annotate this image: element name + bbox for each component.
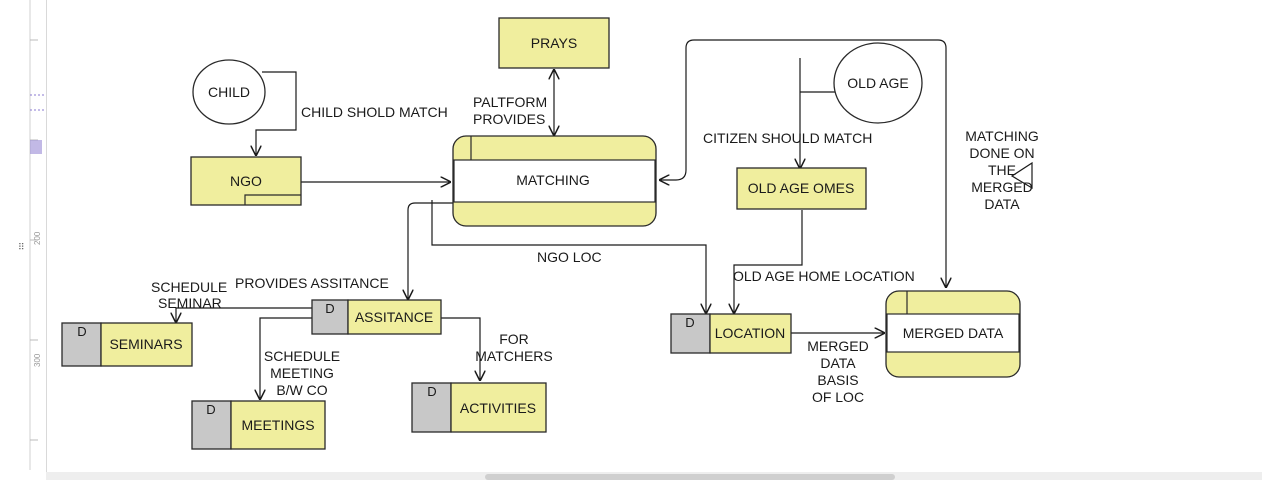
datastore-activities-label: ACTIVITIES	[460, 400, 536, 416]
label-matching-done-1: MATCHING	[965, 128, 1039, 144]
label-platform-provides-2: PROVIDES	[473, 111, 545, 127]
entity-old-age-label: OLD AGE	[847, 75, 908, 91]
label-matching-done-5: DATA	[984, 196, 1020, 212]
process-merged-data-label: MERGED DATA	[903, 325, 1004, 341]
datastore-location-label: LOCATION	[715, 325, 786, 341]
ruler-label-200: 200	[33, 231, 42, 245]
label-ngo-loc: NGO LOC	[537, 249, 602, 265]
label-merged-basis-2: DATA	[820, 355, 856, 371]
datastore-seminars-marker: D	[77, 324, 86, 339]
label-old-age-home-location: OLD AGE HOME LOCATION	[733, 268, 915, 284]
edge-assistance-activities	[441, 317, 480, 380]
connectors	[176, 39, 1033, 399]
edge-assistance-seminars	[176, 307, 313, 322]
process-ngo-label: NGO	[230, 173, 262, 189]
datastore-activities[interactable]: D ACTIVITIES	[411, 382, 547, 433]
datastore-seminars-label: SEMINARS	[109, 336, 182, 352]
ruler-label-300: 300	[33, 353, 42, 367]
process-old-age-homes-label: OLD AGE OMES	[748, 180, 855, 196]
label-for-matchers-1: FOR	[499, 331, 529, 347]
process-matching-label: MATCHING	[516, 172, 590, 188]
label-matching-done-3: THE	[988, 162, 1016, 178]
process-prays[interactable]: PRAYS	[498, 17, 610, 69]
process-prays-label: PRAYS	[531, 35, 577, 51]
horizontal-scrollbar-thumb[interactable]	[485, 474, 895, 480]
label-schedule-meeting-1: SCHEDULE	[264, 348, 340, 364]
label-schedule-seminar-2: SEMINAR	[158, 295, 222, 311]
datastore-activities-marker: D	[427, 384, 436, 399]
datastore-assistance[interactable]: D ASSITANCE	[311, 299, 442, 335]
datastore-meetings-label: MEETINGS	[241, 417, 314, 433]
label-merged-basis-1: MERGED	[807, 338, 868, 354]
label-citizen-should-match: CITIZEN SHOULD MATCH	[703, 130, 872, 146]
edge-assistance-meetings	[260, 317, 313, 399]
external-entity-child[interactable]: CHILD	[192, 59, 266, 125]
label-merged-basis-3: BASIS	[817, 372, 858, 388]
datastore-seminars[interactable]: D SEMINARS	[61, 322, 193, 367]
datastore-meetings-marker: D	[206, 402, 215, 417]
process-merged-data[interactable]: MERGED DATA	[885, 290, 1021, 378]
datastore-assistance-marker: D	[325, 301, 334, 316]
label-schedule-meeting-2: MEETING	[270, 365, 334, 381]
label-provides-assistance: PROVIDES ASSITANCE	[235, 275, 389, 291]
label-schedule-meeting-3: B/W CO	[276, 382, 327, 398]
label-child-should-match: CHILD SHOLD MATCH	[301, 104, 448, 120]
edge-homes-location	[734, 210, 803, 313]
edge-oldage-matching	[660, 39, 946, 287]
datastore-location[interactable]: D LOCATION	[670, 313, 792, 354]
ruler-ticks	[29, 0, 44, 470]
label-schedule-seminar-1: SCHEDULE	[151, 279, 227, 295]
edge-oldage-homes	[800, 58, 838, 168]
external-entity-old-age[interactable]: OLD AGE	[833, 42, 923, 124]
process-matching[interactable]: MATCHING	[452, 135, 657, 227]
datastore-assistance-label: ASSITANCE	[355, 309, 433, 325]
label-matching-done-2: DONE ON	[969, 145, 1034, 161]
edge-matching-location	[431, 200, 706, 313]
process-ngo[interactable]: NGO	[190, 156, 302, 206]
stray-triangle-shape	[1010, 161, 1033, 190]
process-old-age-homes[interactable]: OLD AGE OMES	[736, 167, 867, 210]
edge-matching-assistance	[408, 202, 455, 299]
label-platform-provides-1: PALTFORM	[473, 94, 547, 110]
edge-child-ngo	[256, 71, 297, 155]
label-merged-basis-4: OF LOC	[812, 389, 864, 405]
datastore-location-marker: D	[685, 315, 694, 330]
label-matching-done-4: MERGED	[971, 179, 1032, 195]
vertical-ruler	[0, 0, 47, 480]
flow-labels: CHILD SHOLD MATCH PALTFORM PROVIDES CITI…	[151, 94, 1039, 405]
panel-drag-handle-icon[interactable]: ⠿	[18, 242, 25, 253]
entity-child-label: CHILD	[208, 84, 250, 100]
datastore-meetings[interactable]: D MEETINGS	[191, 400, 326, 450]
label-for-matchers-2: MATCHERS	[475, 348, 553, 364]
